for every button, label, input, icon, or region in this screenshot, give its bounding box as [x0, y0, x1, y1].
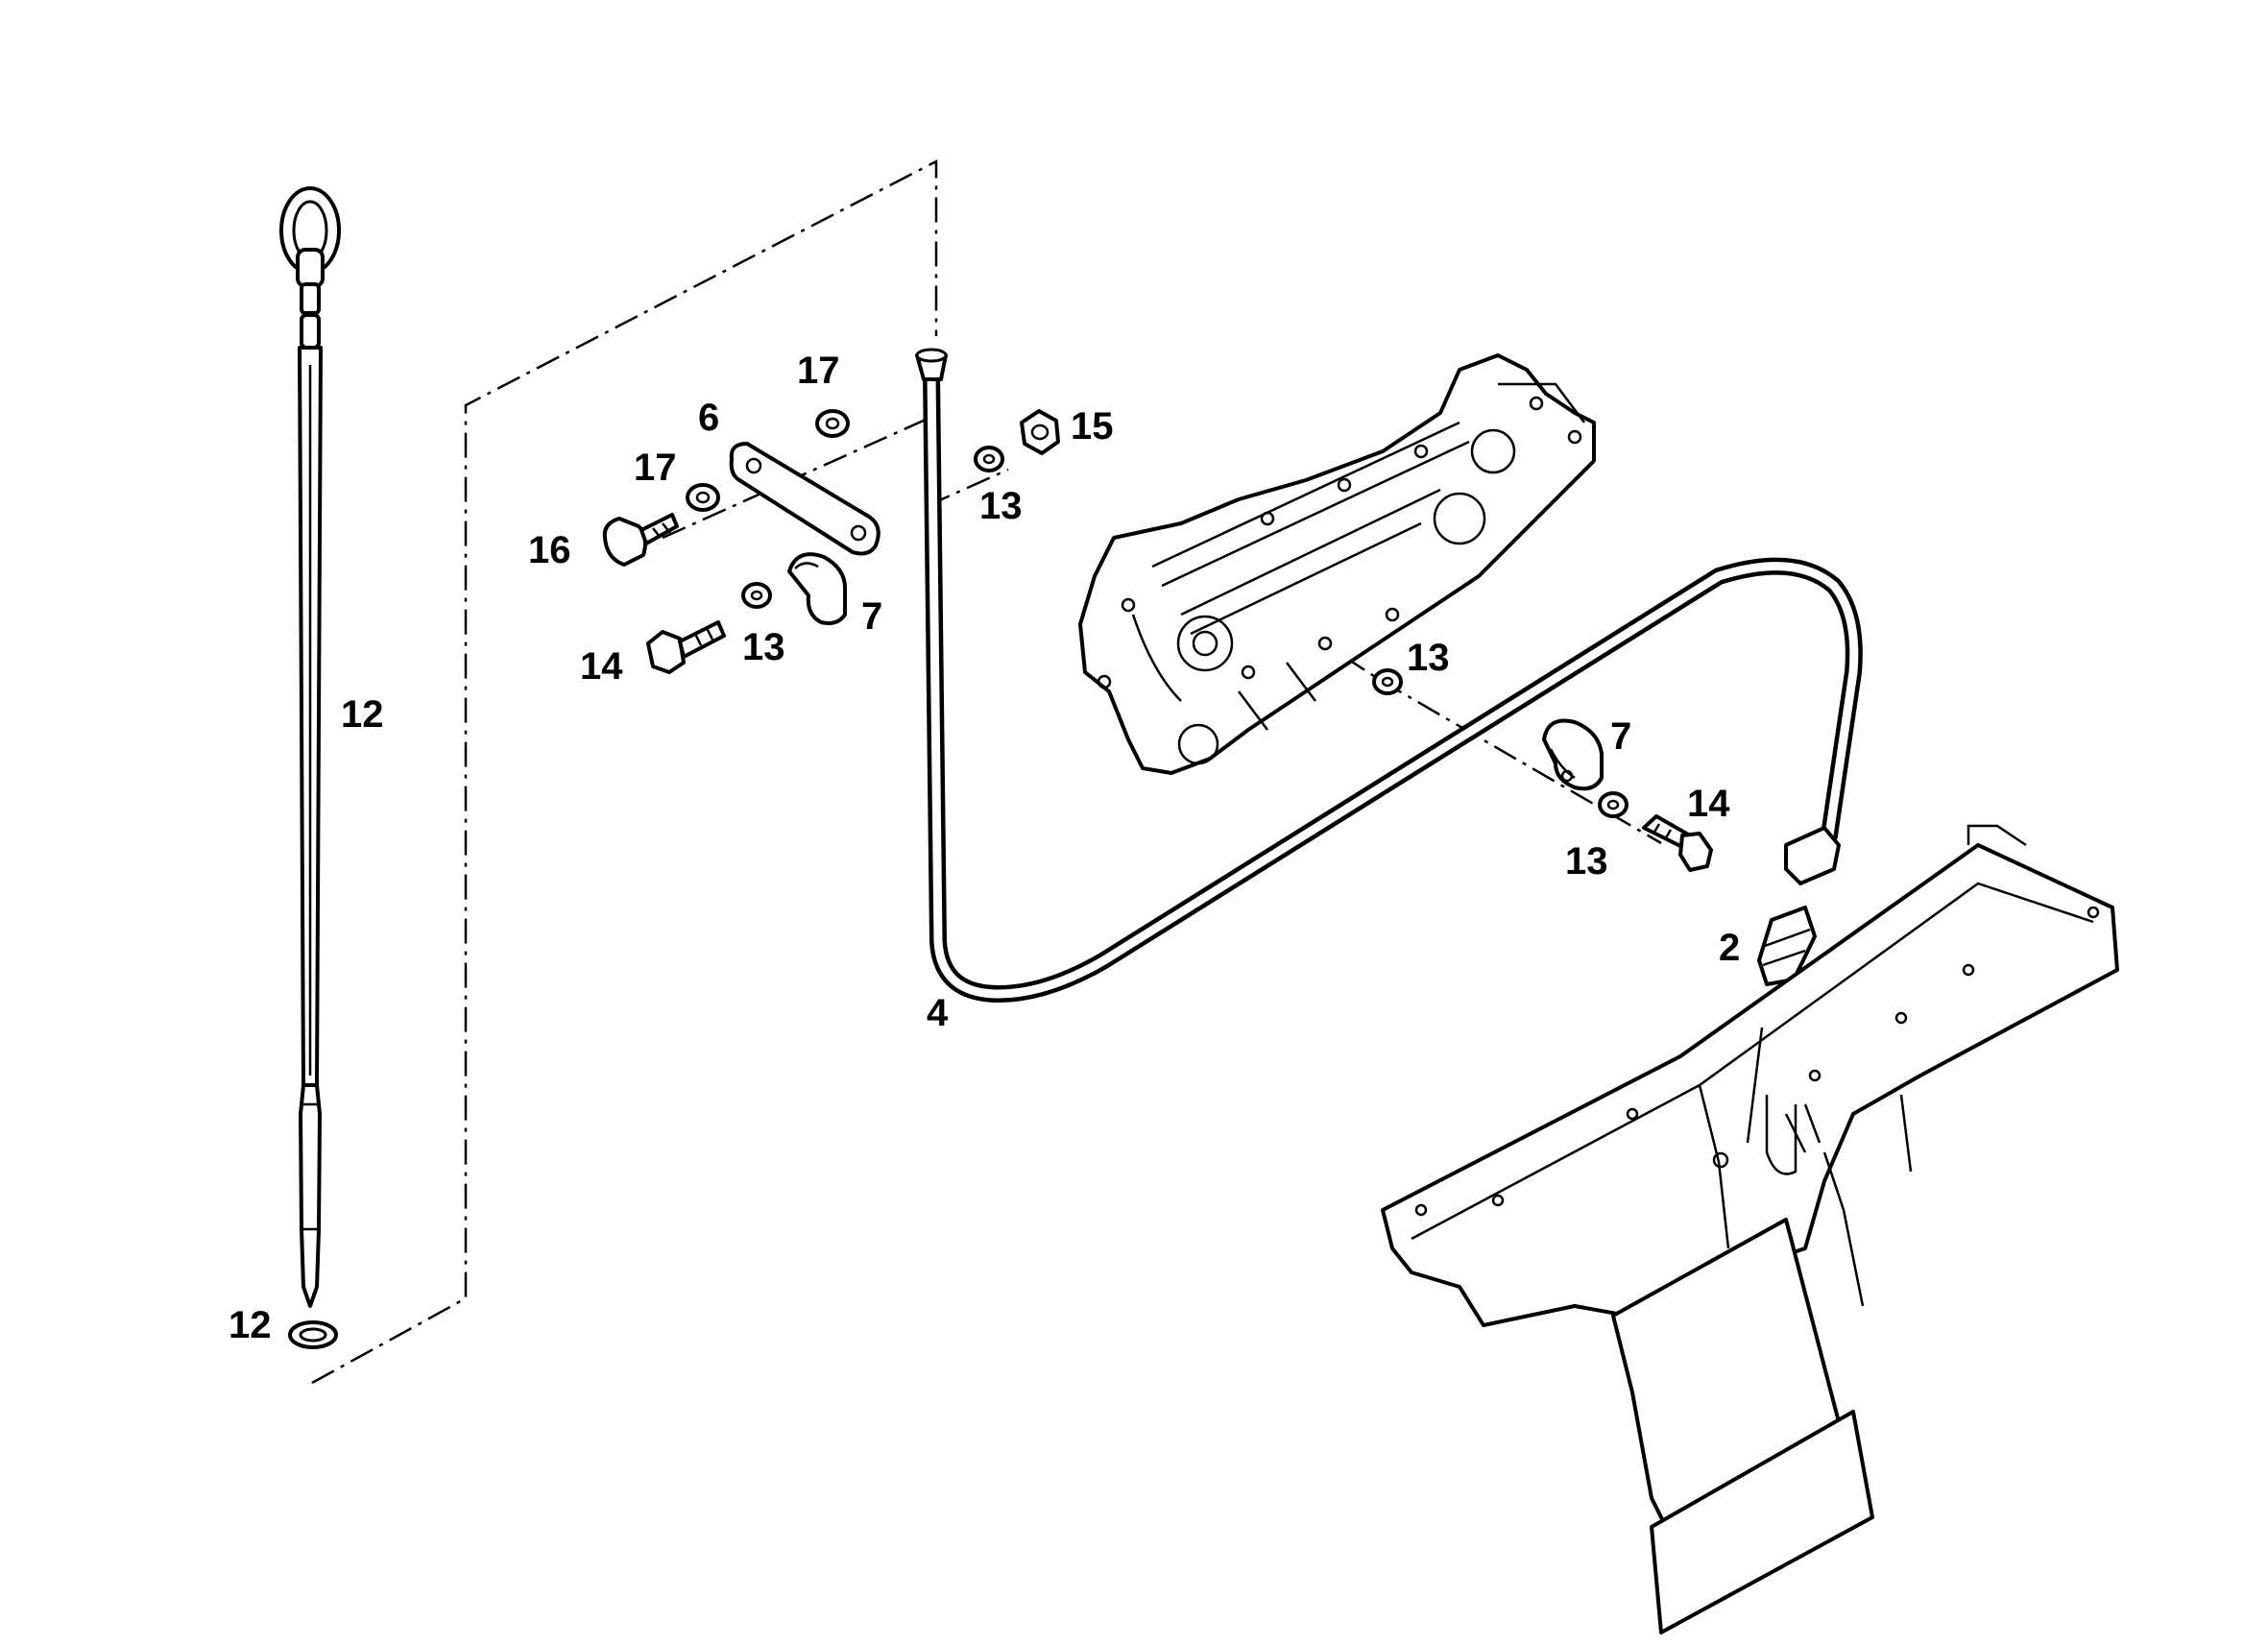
callout-7-left: 7 [861, 595, 882, 638]
dipstick [279, 186, 341, 1308]
callout-17-top: 17 [797, 350, 840, 392]
tube-clip-left [787, 552, 847, 625]
callout-13-left: 13 [742, 626, 785, 668]
callout-14-left: 14 [580, 645, 623, 688]
washer-13-mid [1372, 668, 1403, 695]
callout-12-washer: 12 [229, 1304, 272, 1346]
washer-17-top [815, 409, 850, 438]
washer-13-right [1598, 791, 1629, 818]
callout-17-left: 17 [634, 447, 677, 489]
callout-16: 16 [528, 529, 571, 571]
bolt-14-left [646, 620, 726, 674]
callout-15: 15 [1071, 405, 1114, 448]
dipstick-guide-tube [915, 348, 1863, 1003]
callout-4: 4 [927, 992, 949, 1034]
washer-13-left [741, 582, 772, 609]
tube-connector [1757, 906, 1817, 986]
washer-13-top [974, 446, 1004, 472]
oil-cooler-housing [1078, 353, 1596, 775]
callout-7-right: 7 [1610, 715, 1631, 758]
dipstick-washer [288, 1320, 338, 1349]
callout-2: 2 [1719, 927, 1740, 969]
callout-13-right: 13 [1565, 840, 1608, 883]
callout-6: 6 [698, 397, 719, 439]
tube-clip-right [1542, 718, 1604, 791]
callout-labels: 12 12 17 6 17 16 14 13 7 15 13 4 13 7 14… [229, 350, 1740, 1346]
bolt-14-right [1642, 814, 1713, 872]
bracket-plate [729, 442, 881, 556]
callout-13-top: 13 [979, 485, 1023, 527]
callout-12-dipstick: 12 [341, 693, 384, 736]
callout-14-right: 14 [1687, 783, 1730, 825]
nut-15 [1020, 409, 1060, 455]
bolt-16 [602, 513, 679, 567]
callout-13-mid: 13 [1407, 637, 1450, 679]
oil-sump [1381, 824, 2119, 1634]
washer-17-left [686, 483, 720, 512]
